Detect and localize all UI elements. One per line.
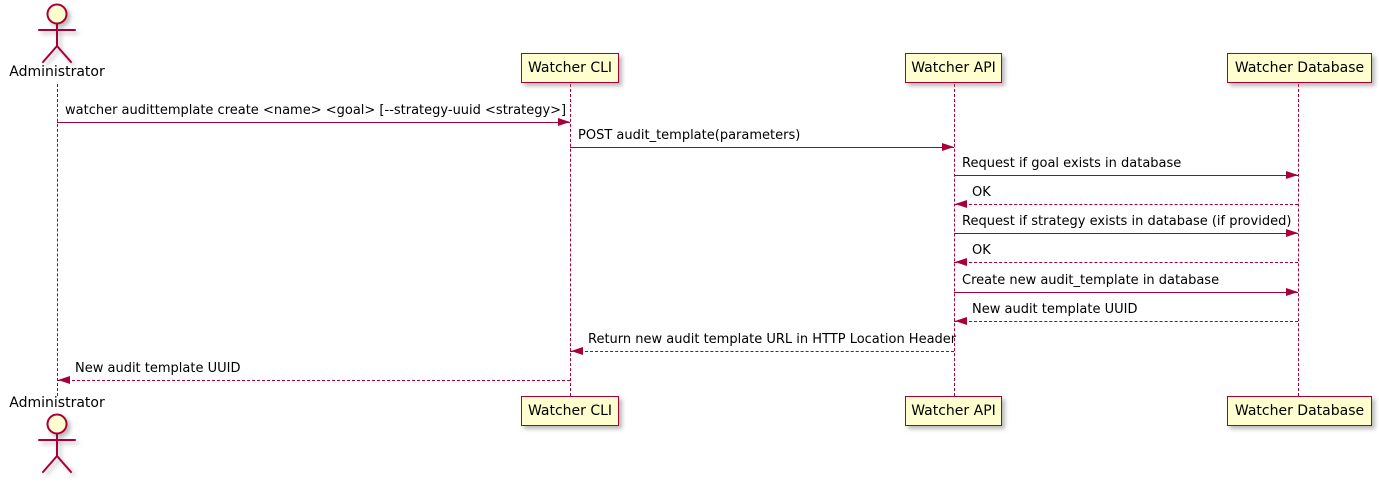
lifeline-watcher-api [954,84,955,396]
actor-administrator-bottom: Administrator [0,395,114,474]
participant-box-watcher-api-top: Watcher API [905,53,1002,83]
arrowhead-1 [558,118,570,126]
message-line-10 [57,380,570,381]
arrowhead-5 [1286,229,1298,237]
actor-label-bottom: Administrator [9,395,105,411]
participant-box-watcher-database-top: Watcher Database [1227,53,1372,83]
participant-box-watcher-cli-bottom: Watcher CLI [521,396,619,426]
message-label-5: Request if strategy exists in database (… [962,214,1292,229]
message-line-6 [954,262,1298,263]
message-label-10: New audit template UUID [75,361,241,376]
message-line-5 [954,233,1298,234]
arrowhead-2 [942,143,954,151]
message-line-4 [954,204,1298,205]
message-label-8: New audit template UUID [972,302,1138,317]
message-line-1 [57,122,570,123]
message-label-6: OK [972,243,991,258]
arrowhead-7 [1286,288,1298,296]
lifeline-watcher-database [1298,84,1299,396]
message-line-9 [570,351,954,352]
message-label-9: Return new audit template URL in HTTP Lo… [588,332,957,347]
arrowhead-3 [1286,171,1298,179]
message-line-2 [570,147,954,148]
message-line-3 [954,175,1298,176]
stick-figure-icon [38,3,76,63]
message-line-8 [954,321,1298,322]
message-label-7: Create new audit_template in database [962,273,1220,288]
message-label-4: OK [972,185,991,200]
stick-figure-icon [38,413,76,473]
arrowhead-10 [58,376,70,384]
arrowhead-4 [955,200,967,208]
arrowhead-8 [955,317,967,325]
actor-label-top: Administrator [9,64,105,80]
message-label-1: watcher audittemplate create <name> <goa… [65,103,567,118]
message-label-3: Request if goal exists in database [962,156,1182,171]
arrowhead-9 [571,347,583,355]
participant-box-watcher-database-bottom: Watcher Database [1227,396,1372,426]
message-line-7 [954,292,1298,293]
actor-administrator-top: Administrator [0,2,114,81]
message-label-2: POST audit_template(parameters) [578,128,801,143]
lifeline-watcher-cli [570,84,571,396]
lifeline-administrator [57,84,58,396]
arrowhead-6 [955,258,967,266]
participant-box-watcher-api-bottom: Watcher API [905,396,1002,426]
participant-box-watcher-cli-top: Watcher CLI [521,53,619,83]
